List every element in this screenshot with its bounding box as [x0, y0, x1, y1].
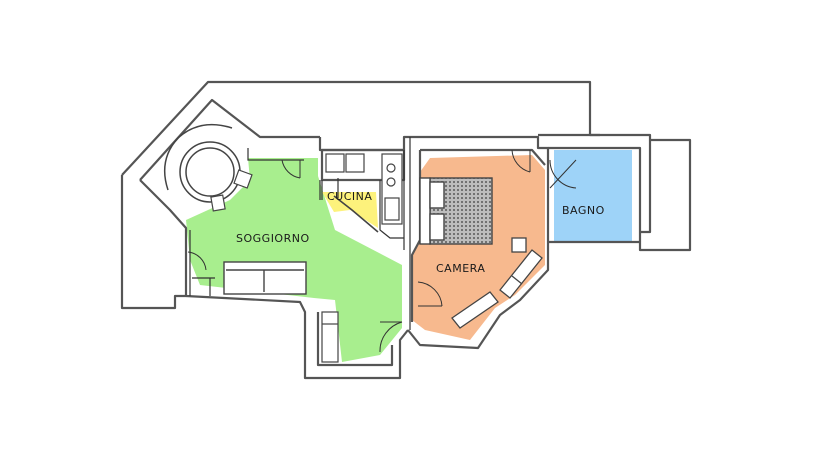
kitchen-area: [322, 192, 378, 228]
double-bed: [419, 177, 493, 245]
bedroom-doors: [417, 149, 531, 307]
kitchen-diagonal-counter: [333, 195, 379, 233]
sofa: [223, 261, 307, 295]
living-doors: [187, 159, 403, 353]
wardrobe: [451, 237, 543, 329]
kitchen-counters: [325, 153, 403, 225]
label-bagno: BAGNO: [562, 204, 605, 217]
living-room-area: [186, 158, 402, 362]
label-cucina: CUCINA: [327, 190, 372, 203]
label-soggiorno: SOGGIORNO: [236, 232, 310, 245]
chairs: [210, 169, 253, 212]
cabinet: [321, 311, 339, 363]
inner-walls: [189, 137, 411, 330]
round-table: [163, 123, 241, 203]
label-camera: CAMERA: [436, 262, 485, 275]
bathroom-door: [549, 159, 577, 189]
bathroom-area: [554, 150, 632, 242]
